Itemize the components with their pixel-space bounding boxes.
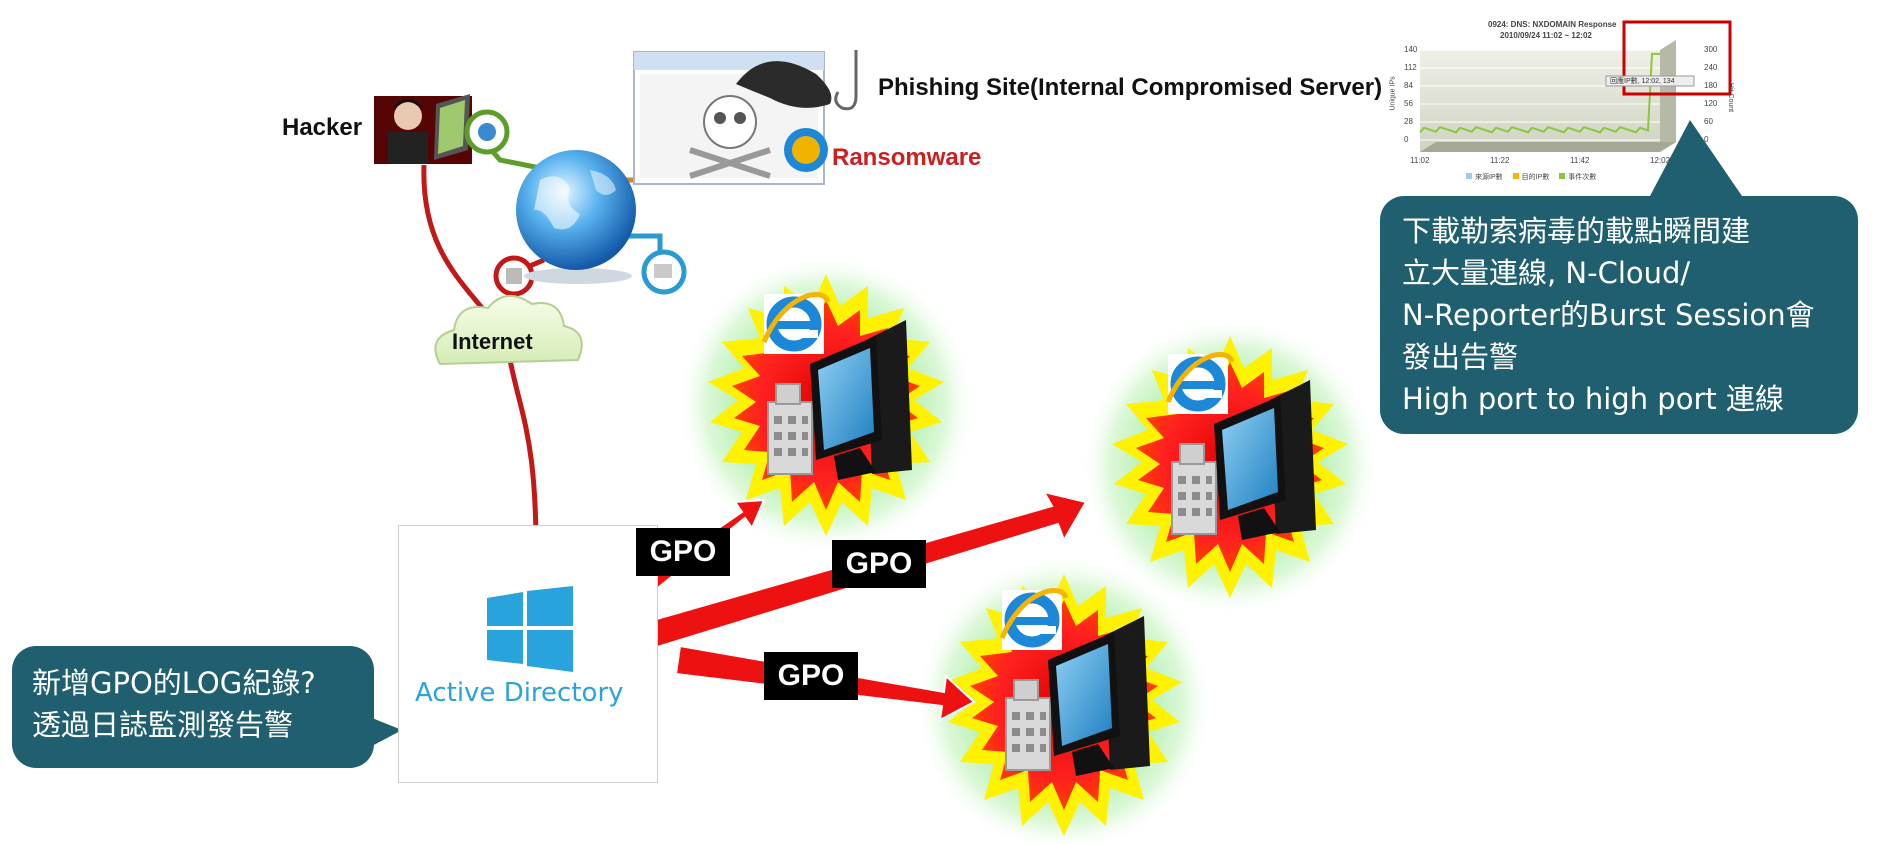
hacker-icon: [374, 94, 472, 164]
globe-icon: [516, 150, 636, 284]
callout-right-tail: [1650, 120, 1742, 196]
ransomware-label: Ransomware: [832, 144, 982, 171]
chart-legend-label: 事件次數: [1568, 174, 1597, 181]
chart-y-left-tick: 112: [1404, 63, 1417, 72]
callout-right-line: 發出告警: [1402, 340, 1519, 374]
cloud-icon: [434, 295, 583, 366]
active-directory-label: Active Directory: [415, 678, 624, 708]
chart-y-right-tick: 60: [1704, 117, 1713, 126]
chart-legend-label: 目的IP數: [1521, 174, 1550, 181]
chart-y-left-tick: 56: [1404, 99, 1413, 108]
chart-legend-item: 來源IP數: [1466, 173, 1503, 181]
whale-icon: [736, 61, 832, 108]
callout-right-line: 下載勒索病毒的載點瞬間建: [1402, 214, 1751, 248]
infected-pc-3: [914, 554, 1214, 844]
infected-pc-1: [676, 254, 976, 554]
internet-label: Internet: [452, 329, 533, 354]
callout-right: 下載勒索病毒的載點瞬間建 立大量連線, N-Cloud/ N-Reporter的…: [1380, 196, 1858, 434]
chart-legend-swatch: [1559, 173, 1566, 179]
chart-y-right-label: Hit Count: [1727, 82, 1735, 113]
callout-left-tail: [372, 718, 402, 746]
callout-left: 新增GPO的LOG紀錄? 透過日誌監測發告警: [12, 646, 374, 768]
active-directory-box: Active Directory: [398, 525, 658, 783]
chart-x-tick: 11:22: [1490, 156, 1510, 165]
phishing-site-label: Phishing Site(Internal Compromised Serve…: [878, 74, 1383, 101]
chart-y-left-tick: 0: [1404, 135, 1409, 144]
chart-tooltip: 回應IP數, 12:02, 134: [1610, 78, 1675, 85]
chart-y-left-tick: 140: [1404, 45, 1418, 54]
chart-legend-swatch: [1512, 173, 1519, 179]
chart-subtitle: 2010/09/24 11:02 ~ 12:02: [1500, 31, 1592, 40]
infected-pc-2: [1080, 316, 1380, 616]
chart-legend-item: 目的IP數: [1512, 173, 1550, 181]
chart-y-right-tick: 120: [1704, 99, 1718, 108]
hook-icon: [834, 50, 858, 111]
callout-left-line: 新增GPO的LOG紀錄?: [32, 666, 316, 700]
chart-x-tick: 12:02: [1650, 156, 1671, 165]
chart-y-right-tick: 240: [1704, 63, 1718, 72]
phishing-site-screenshot: [633, 50, 858, 185]
chart-y-left-label: Unique IPs: [1389, 76, 1397, 111]
callout-right-line: 立大量連線, N-Cloud/: [1402, 256, 1691, 290]
callout-left-line: 透過日誌監測發告警: [32, 708, 294, 742]
callout-right-line: High port to high port 連線: [1402, 382, 1784, 416]
chart-y-right-tick: 180: [1704, 81, 1718, 90]
gpo-label-3: GPO: [764, 652, 858, 700]
chart-x-tick: 11:02: [1410, 156, 1430, 165]
callout-right-line: N-Reporter的Burst Session會: [1402, 298, 1815, 332]
chart-y-left-tick: 28: [1404, 117, 1413, 126]
chart-x-tick: 11:42: [1570, 156, 1590, 165]
skull-icon: [689, 95, 771, 179]
chart-legend-swatch: [1466, 173, 1472, 179]
chart-title: 0924: DNS: NXDOMAIN Response: [1488, 20, 1617, 29]
chart-legend-label: 來源IP數: [1475, 174, 1503, 181]
chart-y-right-tick: 0: [1704, 135, 1709, 144]
hacker-label: Hacker: [282, 114, 363, 141]
chart-y-right-tick: 300: [1704, 45, 1718, 54]
windows-logo-icon: [487, 586, 573, 672]
gpo-label-1: GPO: [636, 528, 730, 576]
highlight-box: [1622, 20, 1732, 96]
chart-y-left-tick: 84: [1404, 81, 1413, 90]
chart-legend-item: 事件次數: [1559, 173, 1597, 181]
gpo-label-2: GPO: [832, 540, 926, 588]
